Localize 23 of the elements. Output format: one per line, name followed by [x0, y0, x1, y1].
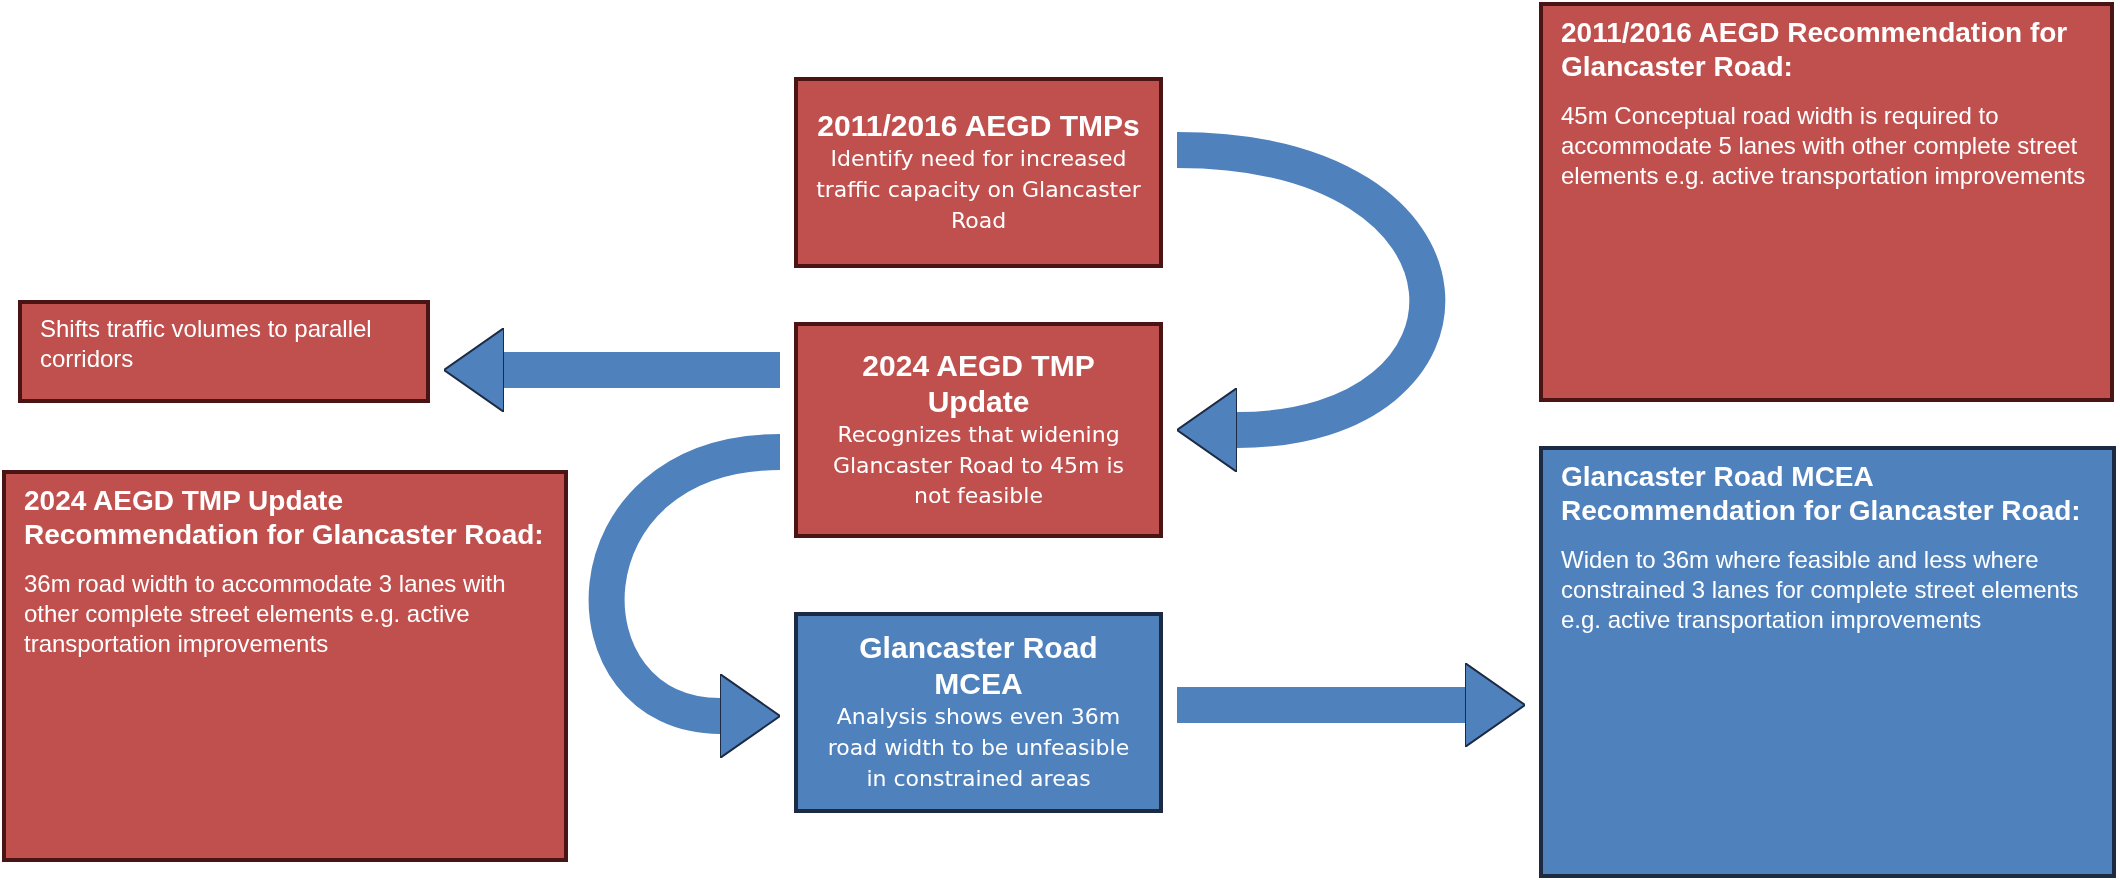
- block-arrow: [1175, 132, 1445, 473]
- process-box: [1539, 2, 2114, 402]
- box-text: Shifts traffic volumes to parallel corridors: [40, 314, 373, 374]
- box-text: 36m road width to accommodate 3 lanes with other complete street elements e.g. active transportation improvements: [24, 569, 507, 660]
- block-arrow: [443, 327, 780, 413]
- box-text: 45m Conceptual road width is required to accommodate 5 lanes with other complete street elements e.g. active transportation improvements: [1561, 101, 2087, 192]
- process-box: [794, 322, 1163, 538]
- outcome-box: [794, 612, 1163, 813]
- box-heading: 2011/2016 AEGD TMPs: [816, 108, 1141, 145]
- box-text: Analysis shows even 36m road width to be unfeasible in constrained areas: [826, 703, 1131, 793]
- box-text: Widen to 36m where feasible and less where constrained 3 lanes for complete street elements e.g. active transportation improvements: [1561, 545, 2080, 636]
- process-box: [18, 300, 430, 403]
- outcome-box: [1539, 446, 2116, 878]
- box-text: Recognizes that widening Glancaster Road to 45m is not feasible: [831, 420, 1126, 511]
- process-box: [2, 470, 568, 862]
- box-heading: 2024 AEGD TMP Update Recommendation for Glancaster Road:: [24, 484, 545, 552]
- box-heading: Glancaster Road MCEA Recommendation for Glancaster Road:: [1561, 460, 2082, 528]
- box-text: Identify need for increased traffic capacity on Glancaster Road: [816, 145, 1141, 235]
- process-box: [794, 77, 1163, 268]
- box-heading: Glancaster Road MCEA: [858, 630, 1099, 703]
- box-heading: 2011/2016 AEGD Recommendation for Glancaster Road:: [1561, 16, 2069, 84]
- block-arrow: [1177, 662, 1526, 748]
- box-heading: 2024 AEGD TMP Update: [861, 347, 1096, 420]
